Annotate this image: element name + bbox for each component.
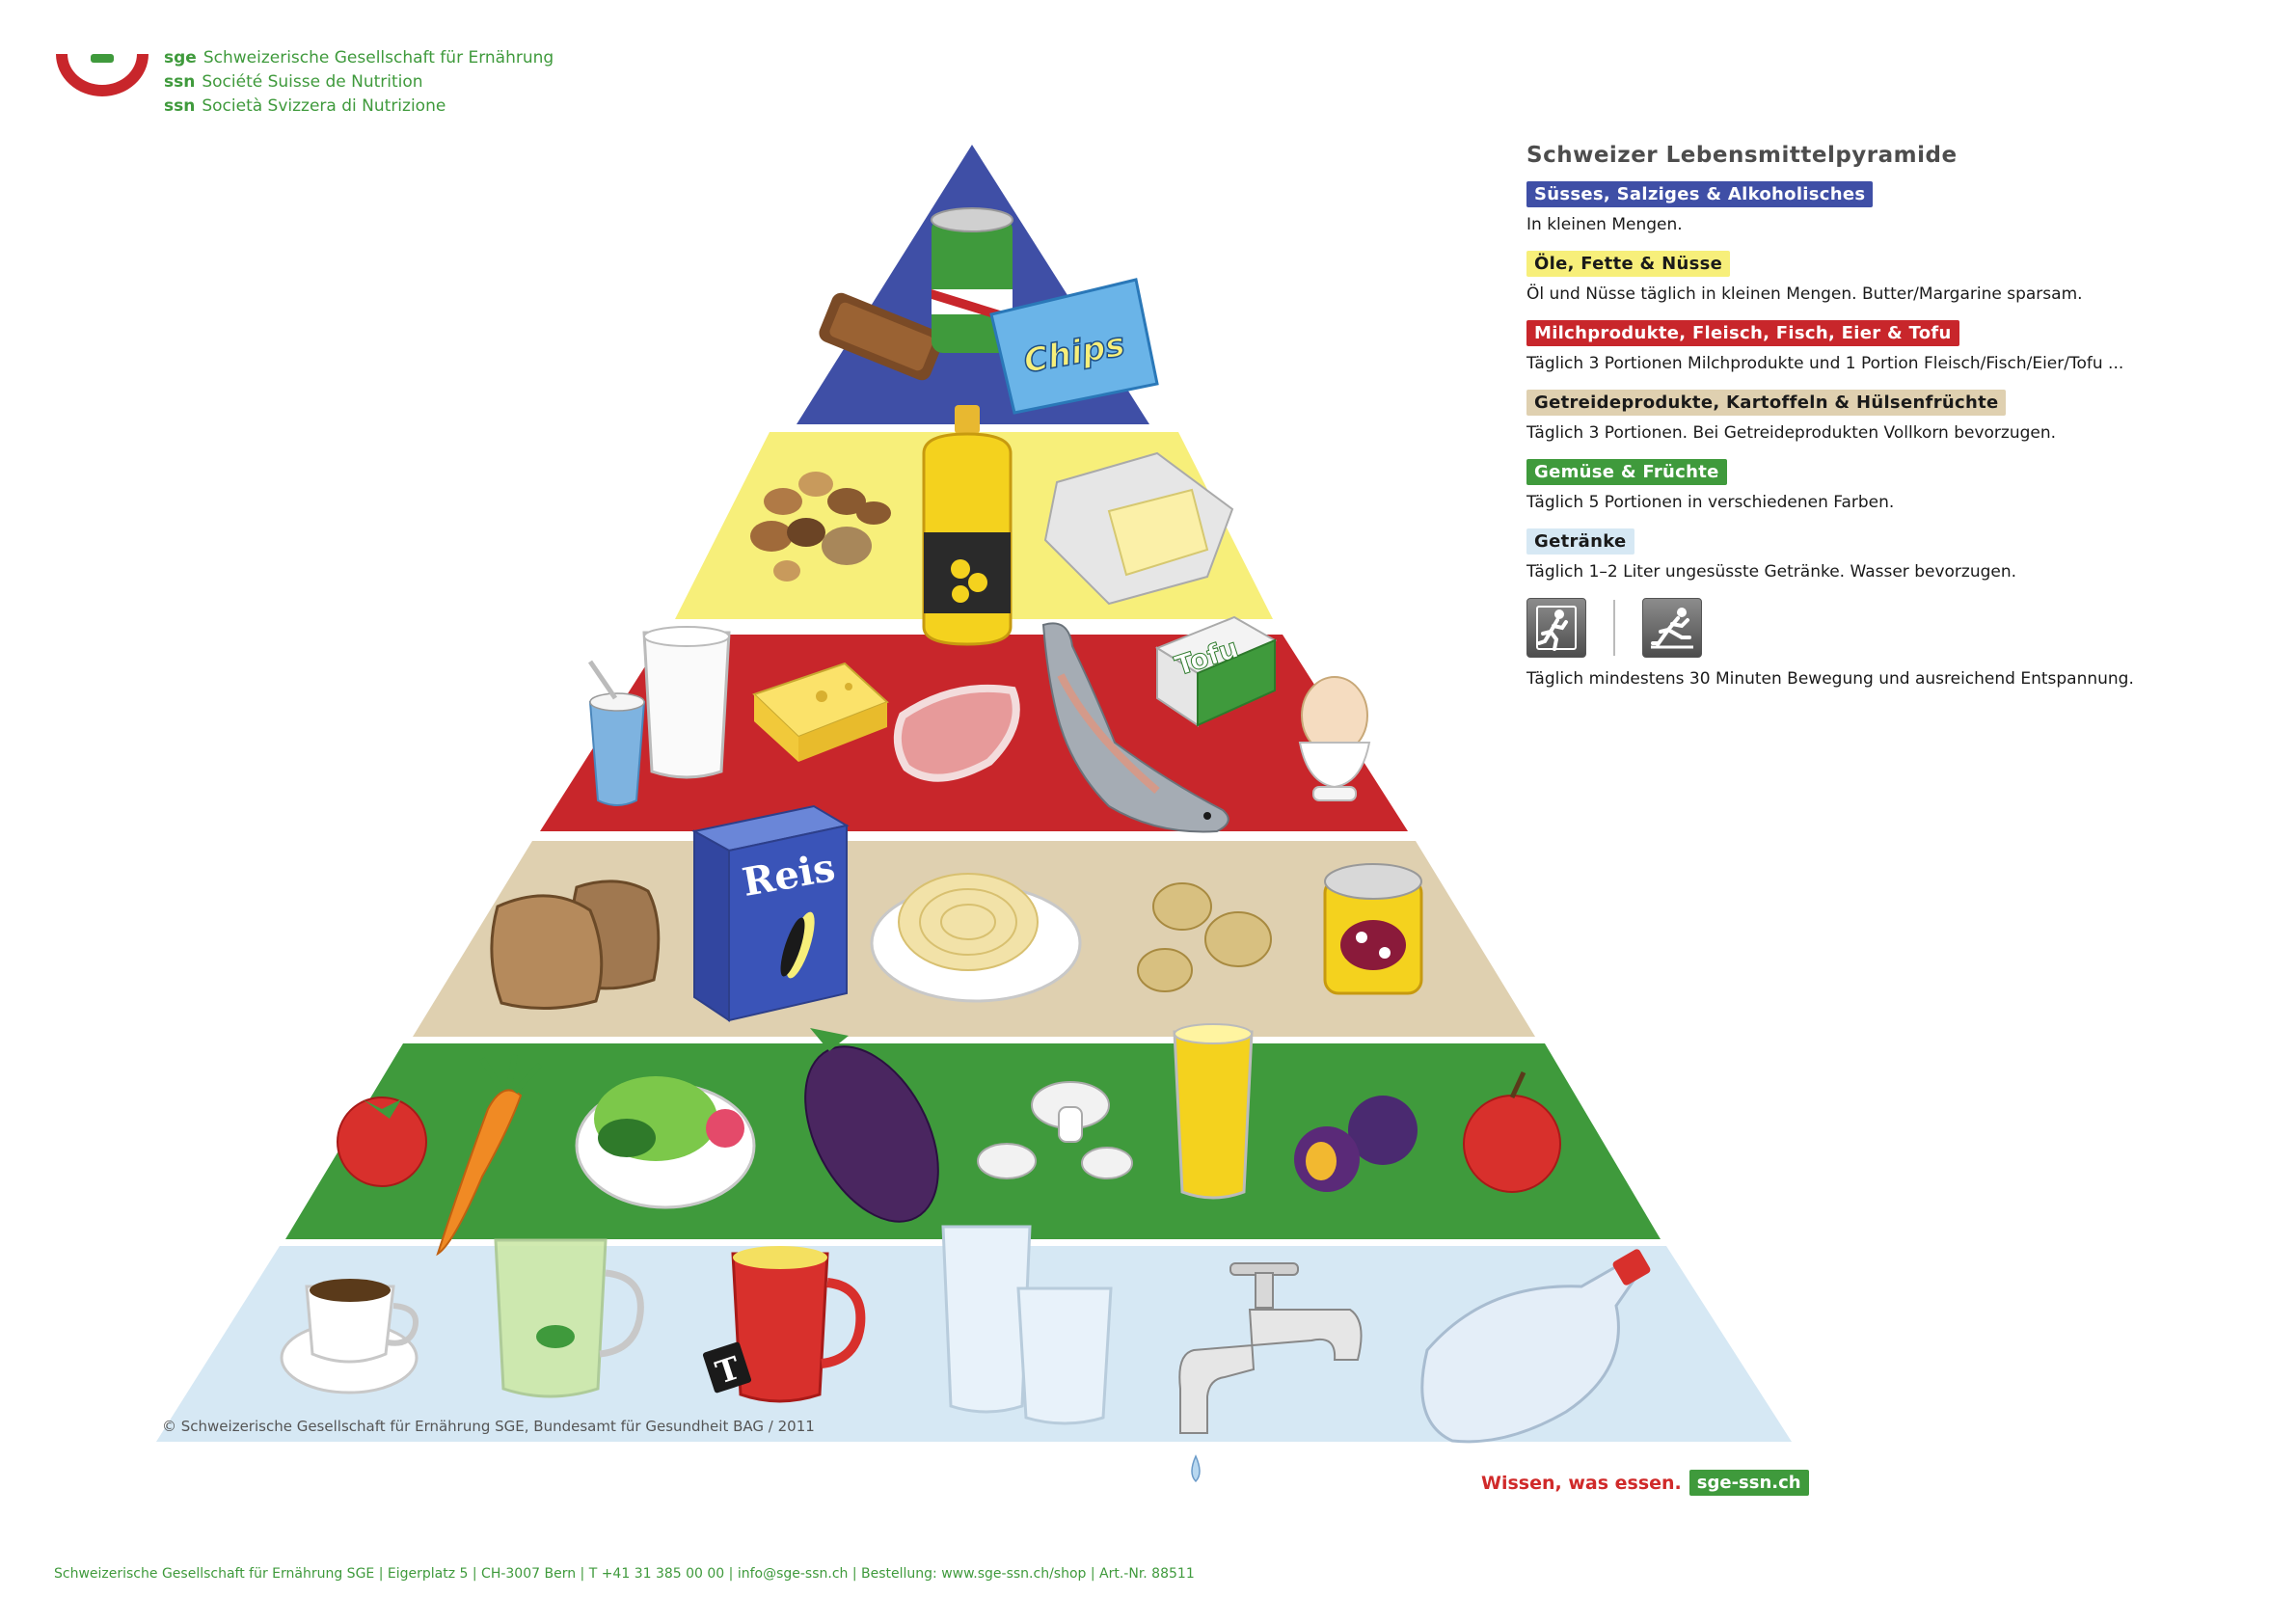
herbal-tea-glass-icon xyxy=(494,1238,644,1398)
legend-desc-oils: Öl und Nüsse täglich in kleinen Mengen. … xyxy=(1526,284,2083,304)
activity-icons xyxy=(1526,598,2259,658)
plums-icon xyxy=(1294,1096,1418,1192)
coffee-cup-icon xyxy=(280,1279,419,1394)
legend-desc-vegetables: Täglich 5 Portionen in verschiedenen Far… xyxy=(1526,493,1895,512)
legend-item-vegetables: Gemüse & Früchte Täglich 5 Portionen in … xyxy=(1526,459,2259,512)
legend-item-sweets: Süsses, Salziges & Alkoholisches In klei… xyxy=(1526,181,2259,234)
spaghetti-plate-icon xyxy=(870,873,1082,1003)
fish-icon xyxy=(1041,622,1229,833)
tomato-icon xyxy=(337,1096,427,1187)
chocolate-bar-icon xyxy=(819,292,944,381)
slogan-text: Wissen, was essen. xyxy=(1481,1472,1682,1494)
bread-icon xyxy=(490,880,661,1011)
running-person-icon xyxy=(1526,598,1586,658)
legend-label-grains: Getreideprodukte, Kartoffeln & Hülsenfrü… xyxy=(1526,390,2007,416)
chips-bag-icon: Chips xyxy=(989,278,1159,415)
legend-desc-grains: Täglich 3 Portionen. Bei Getreideprodukt… xyxy=(1526,423,2057,443)
butter-icon xyxy=(1043,451,1234,606)
rice-box-icon: Reis xyxy=(691,804,850,1022)
legend-label-protein: Milchprodukte, Fleisch, Fisch, Eier & To… xyxy=(1526,320,1959,346)
slogan: Wissen, was essen. sge-ssn.ch xyxy=(1481,1470,1809,1496)
legend-desc-drinks: Täglich 1–2 Liter ungesüsste Getränke. W… xyxy=(1526,562,2017,582)
legend-item-oils: Öle, Fette & Nüsse Öl und Nüsse täglich … xyxy=(1526,251,2259,304)
copyright-note: © Schweizerische Gesellschaft für Ernähr… xyxy=(162,1418,815,1435)
oil-bottle-icon xyxy=(922,405,1013,646)
water-glasses-icon xyxy=(941,1225,1113,1425)
legend-label-sweets: Süsses, Salziges & Alkoholisches xyxy=(1526,181,1874,207)
water-bottle-icon xyxy=(1420,1249,1651,1444)
footer-address: Schweizerische Gesellschaft für Ernährun… xyxy=(54,1566,1195,1582)
beans-can-icon xyxy=(1323,863,1423,995)
carrot-icon xyxy=(436,1054,543,1257)
legend-title: Schweizer Lebensmittelpyramide xyxy=(1526,143,1958,168)
tofu-icon: Tofu xyxy=(1154,615,1278,727)
website-link[interactable]: sge-ssn.ch xyxy=(1688,1470,1809,1496)
mushrooms-icon xyxy=(977,1081,1133,1179)
water-tap-icon xyxy=(1178,1262,1363,1483)
juice-glass-icon xyxy=(1173,1023,1254,1200)
legend-label-vegetables: Gemüse & Früchte xyxy=(1526,459,1727,485)
milk-glass-icon xyxy=(642,626,731,779)
salad-plate-icon xyxy=(575,1076,756,1209)
tea-mug-icon: T xyxy=(702,1246,866,1403)
activity-desc: Täglich mindestens 30 Minuten Bewegung u… xyxy=(1526,669,2134,689)
meat-icon xyxy=(893,684,1020,782)
relaxing-person-icon xyxy=(1642,598,1702,658)
sge-logo xyxy=(56,54,149,96)
icon-separator xyxy=(1613,600,1615,656)
legend-desc-protein: Täglich 3 Portionen Milchprodukte und 1 … xyxy=(1526,354,2124,373)
eggplant-icon xyxy=(804,1028,939,1223)
legend-item-protein: Milchprodukte, Fleisch, Fisch, Eier & To… xyxy=(1526,320,2259,373)
egg-icon xyxy=(1298,676,1371,801)
yogurt-icon xyxy=(587,660,646,806)
legend-desc-sweets: In kleinen Mengen. xyxy=(1526,215,1683,234)
legend-item-drinks: Getränke Täglich 1–2 Liter ungesüsste Ge… xyxy=(1526,528,2259,582)
legend-label-oils: Öle, Fette & Nüsse xyxy=(1526,251,1731,277)
cheese-icon xyxy=(752,662,889,762)
nuts-icon xyxy=(750,472,891,582)
apple-icon xyxy=(1463,1070,1561,1193)
legend: Schweizer Lebensmittelpyramide Süsses, S… xyxy=(1526,143,2259,689)
legend-label-drinks: Getränke xyxy=(1526,528,1634,555)
potatoes-icon xyxy=(1137,882,1272,992)
legend-item-grains: Getreideprodukte, Kartoffeln & Hülsenfrü… xyxy=(1526,390,2259,443)
